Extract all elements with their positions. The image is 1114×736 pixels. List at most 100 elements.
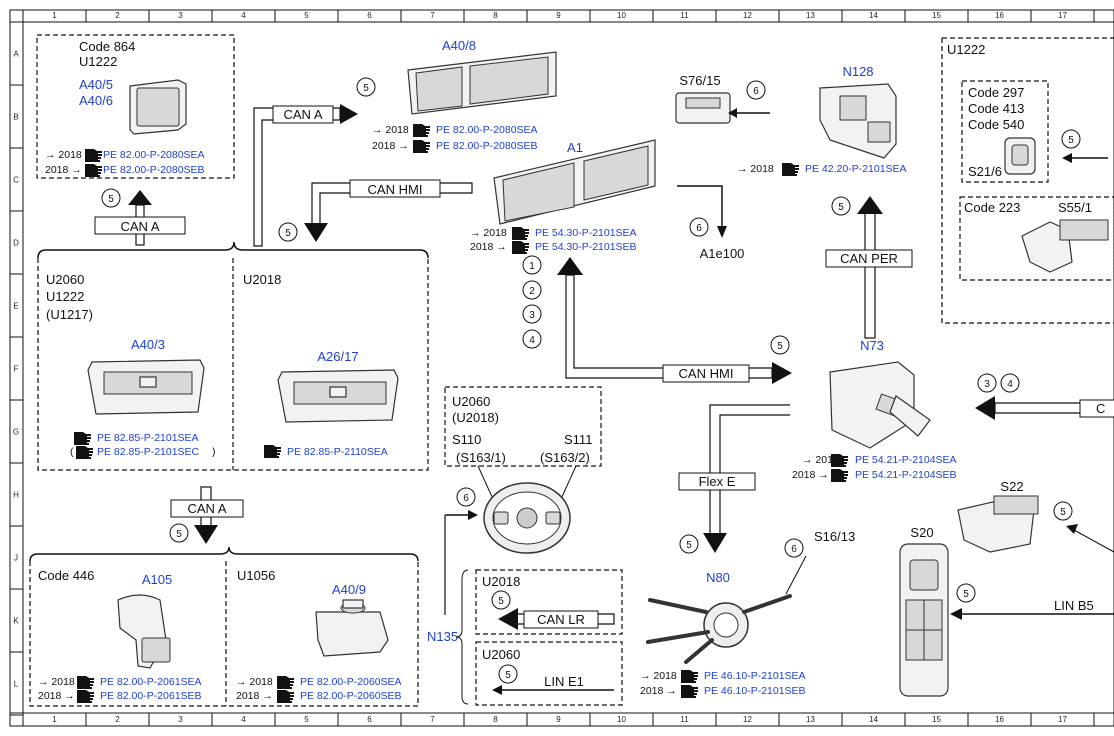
svg-text:5: 5 — [1060, 507, 1066, 518]
svg-text:→ 2018: → 2018 — [236, 676, 273, 688]
svg-text:5: 5 — [108, 194, 114, 205]
grid-column-label: 3 — [178, 715, 183, 724]
climate-control-icon — [277, 369, 399, 423]
reference-link[interactable]: PE 82.00-P-2080SEB — [436, 140, 538, 152]
svg-text:Code 413: Code 413 — [968, 101, 1024, 116]
grid-column-label: 4 — [241, 715, 246, 724]
svg-text:U2018: U2018 — [482, 574, 520, 589]
svg-text:U2018: U2018 — [243, 272, 281, 287]
grid-column-label: 12 — [743, 11, 752, 20]
svg-text:5: 5 — [963, 589, 969, 600]
svg-text:C: C — [1096, 401, 1105, 416]
component-n128: N128 → 2018 PE 42.20-P-2101SEA — [737, 64, 907, 176]
reference-link[interactable]: PE 82.00-P-2060SEB — [300, 690, 402, 702]
svg-text:CAN HMI: CAN HMI — [368, 182, 423, 197]
reference-link[interactable]: PE 82.00-P-2080SEA — [436, 124, 538, 136]
grid-column-label: 2 — [115, 715, 120, 724]
hand-pointer-icon — [681, 685, 698, 698]
group-u1222-right: U1222 Code 297 Code 413 Code 540 S21/6 5… — [941, 37, 1114, 324]
reference-link[interactable]: PE 82.00-P-2080SEB — [103, 164, 205, 176]
grid-column-label: 13 — [806, 715, 815, 724]
svg-text:S76/15: S76/15 — [679, 73, 720, 88]
svg-text:CAN HMI: CAN HMI — [679, 366, 734, 381]
reference-link[interactable]: PE 82.00-P-2061SEA — [100, 676, 202, 688]
svg-text:5: 5 — [777, 341, 783, 352]
variant-label: U1222 — [79, 54, 117, 69]
svg-text:2018 →: 2018 → — [372, 140, 409, 152]
svg-text:Code 446: Code 446 — [38, 568, 94, 583]
grid-column-label: 6 — [367, 11, 372, 20]
component-a1: A1 → 2018 PE 54.30-P-2101SEA 2018 → PE 5… — [470, 139, 656, 254]
bus-c-incoming: C 3 4 — [975, 373, 1114, 420]
svg-text:1: 1 — [529, 261, 535, 272]
line-a1e100: 6 A1e100 — [677, 185, 744, 261]
svg-text:(: ( — [70, 446, 74, 458]
hand-pointer-icon — [74, 432, 91, 445]
reference-link[interactable]: PE 54.30-P-2101SEA — [535, 227, 637, 239]
hand-pointer-icon — [512, 241, 529, 254]
svg-text:→ 2018: → 2018 — [45, 149, 82, 161]
svg-text:→ 2018: → 2018 — [640, 670, 677, 682]
reference-link[interactable]: PE 82.00-P-2060SEA — [300, 676, 402, 688]
svg-text:Code 540: Code 540 — [968, 117, 1024, 132]
hand-pointer-icon — [85, 164, 102, 177]
svg-text:U2060: U2060 — [482, 647, 520, 662]
grid-column-label: 9 — [556, 715, 561, 724]
svg-text:S111: S111 — [564, 432, 592, 447]
grid-row-label: A — [13, 50, 19, 59]
hand-pointer-icon — [77, 690, 94, 703]
hand-pointer-icon — [413, 124, 430, 137]
grid-row-label: L — [14, 680, 19, 689]
grid-column-label: 17 — [1058, 715, 1067, 724]
grid-column-label: 8 — [493, 11, 498, 20]
group-lin-e1: U2060 LIN E1 5 — [475, 641, 623, 706]
reference-link[interactable]: PE 82.00-P-2080SEA — [103, 149, 205, 161]
svg-text:U2060: U2060 — [46, 272, 84, 287]
grid-column-label: 10 — [617, 11, 626, 20]
svg-text:S21/6: S21/6 — [968, 164, 1002, 179]
reference-link[interactable]: PE 82.85-P-2101SEA — [97, 432, 199, 444]
seat-switch-icon — [1021, 219, 1109, 273]
hand-pointer-icon — [77, 676, 94, 689]
svg-text:5: 5 — [686, 540, 692, 551]
svg-text:Code 297: Code 297 — [968, 85, 1024, 100]
code-label: Code 864 — [79, 39, 135, 54]
grid-column-label: 9 — [556, 11, 561, 20]
reference-link[interactable]: PE 42.20-P-2101SEA — [805, 163, 907, 175]
svg-text:5: 5 — [498, 596, 504, 607]
svg-text:2018 →: 2018 → — [45, 164, 82, 176]
svg-text:): ) — [212, 446, 216, 458]
component-n135: N135 — [427, 510, 478, 705]
hand-pointer-icon — [76, 446, 93, 459]
svg-text:A40/8: A40/8 — [442, 38, 476, 53]
svg-text:5: 5 — [285, 228, 291, 239]
steering-column-module-icon — [646, 594, 792, 664]
steering-wheel-icon — [483, 482, 571, 554]
circle-badges: 1 2 3 4 — [522, 255, 542, 349]
svg-text:6: 6 — [791, 544, 797, 555]
bus-can-hmi-left: CAN HMI 5 — [278, 179, 473, 242]
svg-text:6: 6 — [753, 86, 759, 97]
component-a40-8: A40/8 → 2018 PE 82.00-P-2080SEA 2018 → P… — [372, 38, 557, 153]
reference-link[interactable]: PE 54.30-P-2101SEB — [535, 241, 637, 253]
svg-text:2018 →: 2018 → — [640, 685, 677, 697]
grid-column-label: 14 — [869, 715, 878, 724]
component-n80: N80 6 S16/13 → 2018 PE 46.10-P-2101SEA 2… — [640, 529, 855, 698]
reference-link[interactable]: PE 82.85-P-2101SEC — [97, 446, 200, 458]
svg-text:S20: S20 — [910, 525, 933, 540]
window-switch-panel-icon — [899, 543, 949, 697]
reference-link[interactable]: PE 46.10-P-2101SEB — [704, 685, 806, 697]
hand-pointer-icon — [413, 140, 430, 153]
reference-link[interactable]: PE 54.21-P-2104SEB — [855, 469, 957, 481]
svg-text:S16/13: S16/13 — [814, 529, 855, 544]
reference-link[interactable]: PE 54.21-P-2104SEA — [855, 454, 957, 466]
reference-link[interactable]: PE 82.85-P-2110SEA — [287, 446, 388, 458]
svg-text:6: 6 — [696, 223, 702, 234]
svg-text:5: 5 — [363, 83, 369, 94]
grid-column-label: 13 — [806, 11, 815, 20]
reference-link[interactable]: PE 46.10-P-2101SEA — [704, 670, 806, 682]
svg-text:2018 →: 2018 → — [792, 469, 829, 481]
svg-text:S55/1: S55/1 — [1058, 200, 1092, 215]
reference-link[interactable]: PE 82.00-P-2061SEB — [100, 690, 202, 702]
